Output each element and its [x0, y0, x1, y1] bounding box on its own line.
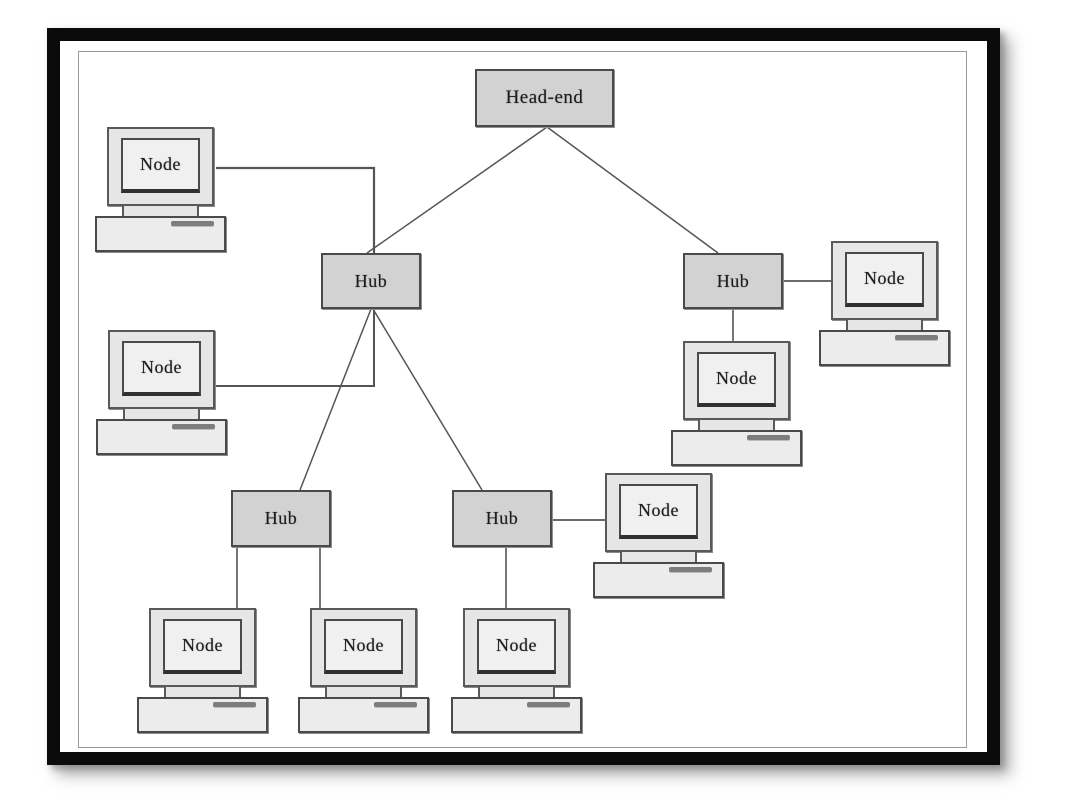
head-end-label: Head-end: [505, 87, 584, 108]
monitor: Node: [831, 241, 938, 320]
node-label: Node: [343, 635, 384, 655]
computer-base: [298, 697, 429, 733]
node-computer-bottom-2: Node: [298, 608, 429, 733]
monitor-stand: [325, 687, 402, 697]
hub-bottom-left-label: Hub: [264, 508, 298, 528]
monitor: Node: [605, 473, 712, 552]
drive-slot: [669, 567, 712, 572]
hub-box-bottom-left: Hub: [231, 490, 331, 547]
monitor-stand: [123, 409, 200, 419]
node-label: Node: [182, 635, 223, 655]
node-label: Node: [496, 635, 537, 655]
drive-slot: [374, 702, 417, 707]
drive-slot: [895, 335, 938, 340]
monitor-stand: [122, 206, 199, 216]
monitor: Node: [683, 341, 790, 420]
monitor: Node: [107, 127, 214, 206]
screen: Node: [122, 341, 201, 396]
computer-base: [593, 562, 724, 598]
head-end-box: Head-end: [475, 69, 614, 127]
hub-right-label: Hub: [716, 270, 750, 291]
hub-left-label: Hub: [354, 270, 388, 291]
monitor: Node: [463, 608, 570, 687]
computer-base: [95, 216, 226, 252]
node-label: Node: [864, 268, 905, 288]
screen: Node: [697, 352, 776, 407]
computer-base: [671, 430, 802, 466]
hub-box-bottom-center: Hub: [452, 490, 552, 547]
hub-box-right: Hub: [683, 253, 783, 309]
computer-base: [137, 697, 268, 733]
computer-base: [451, 697, 582, 733]
drive-slot: [171, 221, 214, 226]
drive-slot: [747, 435, 790, 440]
screen: Node: [324, 619, 403, 674]
monitor: Node: [149, 608, 256, 687]
node-computer-below-right: Node: [671, 341, 802, 466]
screen: Node: [163, 619, 242, 674]
node-label: Node: [141, 357, 182, 377]
monitor: Node: [108, 330, 215, 409]
node-label: Node: [716, 368, 757, 388]
drive-slot: [527, 702, 570, 707]
monitor-stand: [478, 687, 555, 697]
inner-border: [78, 51, 967, 748]
monitor: Node: [310, 608, 417, 687]
hub-box-left: Hub: [321, 253, 421, 309]
node-computer-mid-left: Node: [96, 330, 227, 455]
computer-base: [819, 330, 950, 366]
drive-slot: [213, 702, 256, 707]
monitor-stand: [698, 420, 775, 430]
node-label: Node: [638, 500, 679, 520]
node-computer-top-left: Node: [95, 127, 226, 252]
node-computer-center-right: Node: [593, 473, 724, 598]
hub-bottom-center-label: Hub: [485, 508, 519, 528]
monitor-stand: [620, 552, 697, 562]
monitor-stand: [164, 687, 241, 697]
node-computer-bottom-1: Node: [137, 608, 268, 733]
node-label: Node: [140, 154, 181, 174]
node-computer-bottom-3: Node: [451, 608, 582, 733]
screen: Node: [845, 252, 924, 307]
monitor-stand: [846, 320, 923, 330]
node-computer-right: Node: [819, 241, 950, 366]
computer-base: [96, 419, 227, 455]
screen: Node: [121, 138, 200, 193]
screen: Node: [477, 619, 556, 674]
screen: Node: [619, 484, 698, 539]
drive-slot: [172, 424, 215, 429]
